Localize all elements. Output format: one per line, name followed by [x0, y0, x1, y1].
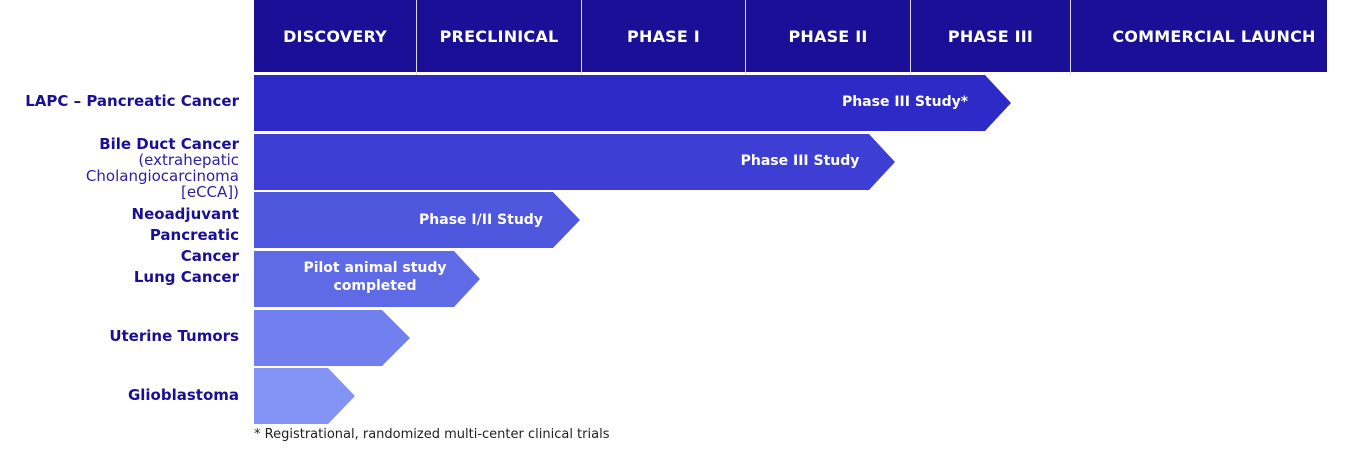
- bar-label-neoadjuvant: Phase I/II Study: [419, 212, 543, 228]
- phase-divider: [581, 0, 582, 75]
- phase-divider: [1070, 0, 1071, 75]
- bar-label-bile-duct: Phase III Study: [740, 153, 860, 169]
- bar-lapc: [254, 75, 1014, 131]
- bar-label-lapc: Phase III Study*: [841, 94, 969, 110]
- phase-3: PHASE III: [947, 26, 1034, 46]
- phase-divider: [910, 0, 911, 75]
- footnote: * Registrational, randomized multi-cente…: [254, 427, 610, 442]
- bar-glioblastoma: [254, 368, 359, 424]
- bar-bile-duct: [254, 134, 899, 190]
- phase-header: [254, 0, 1327, 72]
- row-label-neoadjuvant: Neoadjuvant Pancreatic Cancer: [131, 205, 239, 265]
- phase-1: PHASE I: [627, 26, 700, 46]
- row-label-glioblastoma: Glioblastoma: [127, 386, 239, 404]
- phase-2: PHASE II: [788, 26, 868, 46]
- bar-lung: [254, 251, 484, 307]
- phase-divider: [416, 0, 417, 75]
- row-label-lapc: LAPC – Pancreatic Cancer: [25, 92, 239, 110]
- bar-uterine: [254, 310, 414, 366]
- phase-preclinical: PRECLINICAL: [439, 26, 559, 46]
- bar-neoadjuvant: [254, 192, 584, 248]
- row-label-uterine: Uterine Tumors: [109, 327, 239, 345]
- phase-commercial-launch: COMMERCIAL LAUNCH: [1112, 26, 1316, 46]
- phase-discovery: DISCOVERY: [283, 26, 387, 46]
- phase-divider: [745, 0, 746, 75]
- bar-label-lung: Pilot animal study completed: [303, 260, 447, 294]
- row-label-lung: Lung Cancer: [133, 268, 239, 286]
- row-sublabel-bile-duct: (extrahepatic Cholangiocarcinoma [eCCA]): [85, 151, 239, 201]
- row-label-bile-duct: Bile Duct Cancer (extrahepatic Cholangio…: [0, 136, 239, 200]
